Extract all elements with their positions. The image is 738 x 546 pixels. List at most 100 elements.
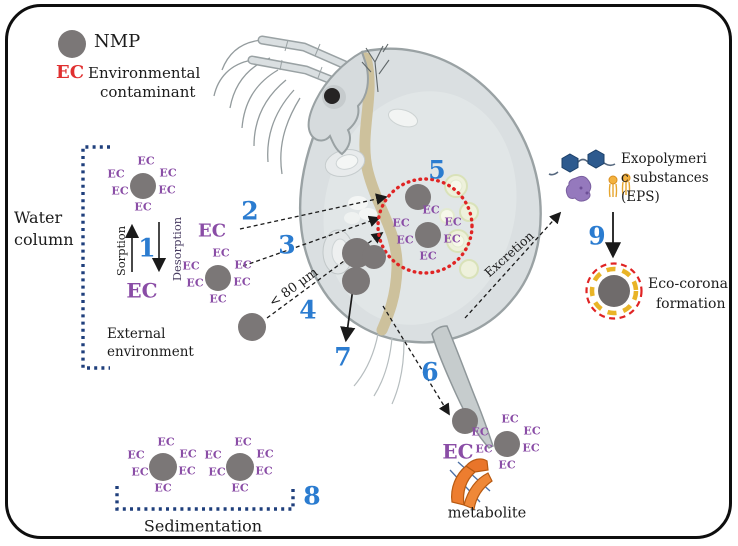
step-9-number: 9: [588, 221, 606, 251]
ec-mini-label: EC: [179, 447, 197, 461]
water-column-label-line2: column: [14, 230, 74, 249]
ec-mini-label: EC: [234, 258, 252, 272]
external-environment-line2: environment: [107, 344, 194, 360]
egested-ec-label: EC: [442, 439, 474, 464]
nmp-egested-plain: [452, 408, 478, 434]
step-8-number: 8: [303, 481, 321, 511]
ec-mini-label: EC: [444, 215, 462, 229]
free-ec-label: EC: [126, 278, 158, 303]
ec-mini-label: EC: [501, 412, 519, 426]
ec-mini-label: EC: [158, 183, 176, 197]
protein-dot: [579, 186, 583, 190]
ec-mini-label: EC: [204, 448, 222, 462]
ec-mini-label: EC: [475, 442, 493, 456]
nmp-plain-4: [238, 313, 266, 341]
daphnia-tail-spine: [431, 325, 494, 449]
ec-mini-label: EC: [522, 441, 540, 455]
eco-corona-icon: [585, 262, 643, 320]
ec-mini-label: EC: [182, 259, 200, 273]
eco-corona-nmp-core: [598, 275, 630, 307]
egestion-arrow-6: [382, 305, 450, 416]
antenna-arms: [247, 35, 357, 91]
nmp-aggregate-b: [362, 245, 386, 269]
legend-nmp-label: NMP: [94, 31, 141, 52]
eco-corona-red-ring: [585, 262, 643, 320]
hexagon-sugar-icon-2: [587, 149, 605, 169]
ec-mini-label: EC: [212, 246, 230, 260]
aggregation-arrow-7: [340, 287, 356, 343]
eco-corona-label-line1: Eco-corona: [648, 276, 728, 292]
ec-mini-label: EC: [209, 292, 227, 306]
ec-mini-label: EC: [137, 154, 155, 168]
hexagon-sugar-icon: [561, 153, 579, 173]
water-column-bracket: [81, 145, 110, 370]
legend-ec-desc-line2: contaminant: [100, 83, 196, 101]
legend-ec-desc-line1: Environmental: [88, 64, 201, 82]
nmp-sorbed-near-3: [205, 265, 231, 291]
ec-mini-label: EC: [396, 233, 414, 247]
ec-mini-label: EC: [419, 249, 437, 263]
legend-ec-abbr: EC: [56, 62, 85, 83]
step-7-number: 7: [334, 342, 352, 372]
ec-mini-label: EC: [256, 447, 274, 461]
ec-mini-label: EC: [234, 435, 252, 449]
nmp-sediment-b: [226, 453, 254, 481]
eco-corona-label-line2: formation: [656, 296, 726, 312]
nmp-in-gut-top: [405, 184, 431, 210]
ec-mini-label: EC: [231, 481, 249, 495]
ec-mini-label: EC: [154, 481, 172, 495]
antenna-setae: [213, 39, 301, 175]
gut-region-dotted-circle: [376, 177, 474, 275]
lipid-icons: [608, 173, 631, 198]
ec-mini-label: EC: [233, 275, 251, 289]
ec-mini-label: EC: [107, 167, 125, 181]
daphnia-illustration: [213, 35, 542, 449]
step-1-number: 1: [138, 233, 156, 263]
sorption-label: Sorption: [113, 225, 128, 277]
tail-setae: [353, 333, 405, 405]
uptake-arrow-2: [239, 193, 388, 230]
eps-label-line1: Exopolymeri: [621, 151, 707, 167]
ec-mini-label: EC: [443, 232, 461, 246]
water-column-label-line1: Water: [14, 208, 63, 227]
ec-mini-label: EC: [392, 216, 410, 230]
step-2-number: 2: [241, 196, 259, 226]
protein-dot: [585, 191, 589, 195]
ec-mini-label: EC: [498, 458, 516, 472]
nmp-sorbed-water-column: [130, 173, 156, 199]
ec-mini-label: EC: [255, 464, 273, 478]
uptake-arrow-3: [242, 215, 381, 267]
metabolite-icon: [449, 458, 493, 510]
ec-mini-label: EC: [157, 435, 175, 449]
daphnia-eye: [324, 88, 340, 104]
nmp-egested-sorbed: [494, 431, 520, 457]
antennule-twig: [361, 43, 390, 93]
eps-icons: [548, 149, 631, 202]
sedimentation-bracket: [115, 486, 295, 511]
eps-label-line2: c substances: [621, 170, 709, 186]
ec-mini-label: EC: [127, 448, 145, 462]
ec-mini-label: EC: [523, 424, 541, 438]
daphnia-head: [307, 50, 369, 156]
eps-label-line3: (EPS): [621, 189, 660, 205]
ec-mini-label: EC: [208, 465, 226, 479]
step-3-number: 3: [278, 230, 296, 260]
nmp-particles: [58, 30, 520, 481]
water-ec-label: EC: [197, 220, 227, 242]
figure-border: [5, 4, 732, 539]
ec-mini-label: EC: [131, 465, 149, 479]
external-environment-line1: External: [107, 326, 166, 342]
legend-nmp-circle: [58, 30, 86, 58]
ec-mini-label: EC: [178, 464, 196, 478]
protein-blob-icon: [565, 175, 592, 202]
desorption-label: Desorption: [169, 216, 184, 282]
sedimentation-label: Sedimentation: [143, 516, 263, 536]
excretion-arrow: [464, 211, 562, 319]
polysaccharide-chain: [548, 158, 616, 176]
nmp-in-gut-sorbed: [415, 222, 441, 248]
step-6-number: 6: [421, 357, 439, 387]
arrows: [124, 193, 622, 416]
metabolite-label: metabolite: [447, 505, 527, 522]
